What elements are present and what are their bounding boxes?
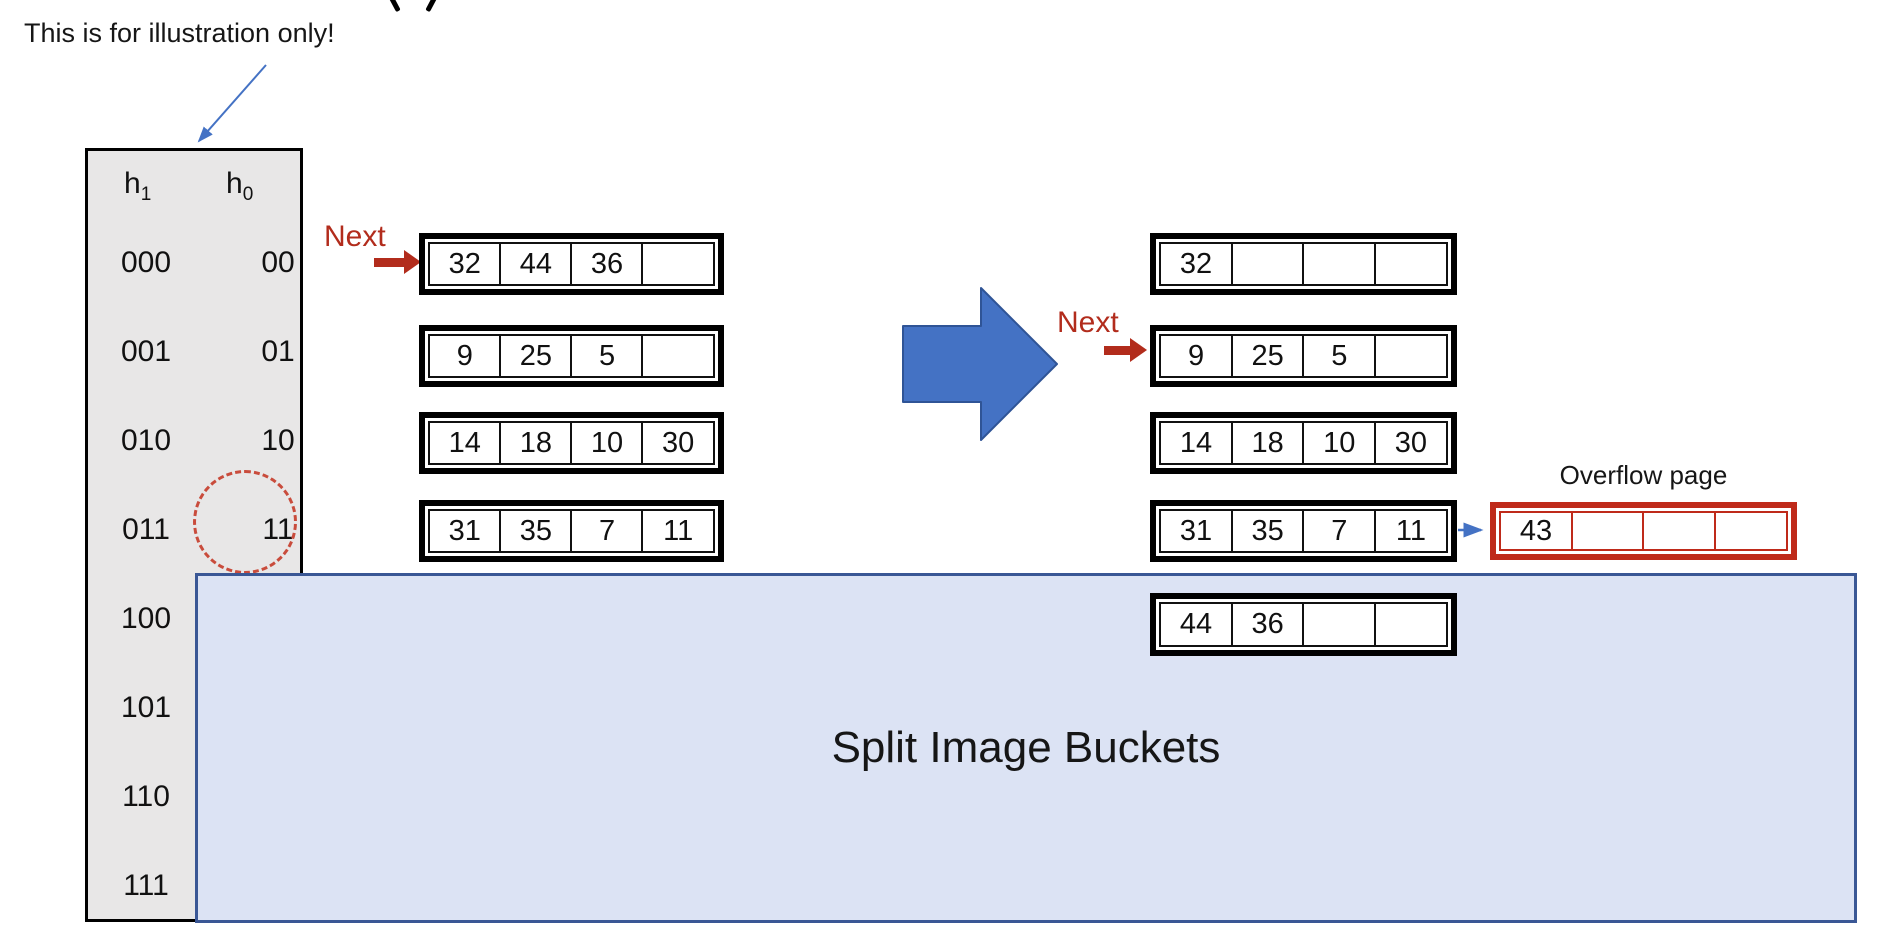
bucket-cell: [641, 334, 715, 378]
bucket-cell: 30: [1373, 421, 1448, 465]
bucket-cell: [1373, 334, 1448, 378]
dir-h1-row7: 111: [123, 869, 169, 902]
bucket-cell: 9: [1159, 334, 1234, 378]
bucket-cell: 31: [428, 509, 502, 553]
header-h1: h1: [124, 167, 152, 205]
bucket-after-0: 32: [1150, 233, 1457, 295]
bucket-cell: 5: [1302, 334, 1377, 378]
dir-h1-row1: 001: [120, 335, 172, 368]
bucket-cell: 36: [570, 242, 644, 286]
bucket-cell: 30: [641, 421, 715, 465]
bucket-cell: [1373, 242, 1448, 286]
bucket-cell: [1302, 242, 1377, 286]
overflow-page-label: Overflow page: [1559, 460, 1728, 490]
bucket-cell: 11: [641, 509, 715, 553]
bucket-cell: 18: [1230, 421, 1305, 465]
bucket-cell: 14: [1159, 421, 1234, 465]
highlight-circle: [193, 470, 297, 574]
next-arrow-after-icon: [1104, 338, 1147, 362]
cutoff-paren-right: [425, 0, 438, 13]
next-arrow-before-icon: [374, 250, 421, 274]
bucket-after-1: 9 25 5: [1150, 325, 1457, 387]
dir-h1-row6: 110: [122, 780, 170, 813]
bucket-after-3: 31 35 7 11: [1150, 500, 1457, 562]
bucket-before-1: 9 25 5: [419, 325, 724, 387]
split-box-label: Split Image Buckets: [831, 723, 1221, 772]
next-label-after: Next: [1057, 306, 1119, 339]
bucket-cell: 9: [428, 334, 502, 378]
bucket-cell: 10: [1302, 421, 1377, 465]
bucket-cell: [1570, 511, 1645, 551]
bucket-cell: 25: [1230, 334, 1305, 378]
bucket-cell: 43: [1499, 511, 1574, 551]
bucket-cell: 32: [428, 242, 502, 286]
bucket-cell: [1642, 511, 1717, 551]
bucket-cell: 7: [570, 509, 644, 553]
dir-h0-row0: 00: [261, 246, 295, 279]
annotation-text: This is for illustration only!: [24, 18, 335, 48]
bucket-cell: 18: [499, 421, 573, 465]
big-right-arrow-icon: [902, 287, 1058, 441]
bucket-cell: 35: [499, 509, 573, 553]
bucket-cell: 14: [428, 421, 502, 465]
bucket-after-2: 14 18 10 30: [1150, 412, 1457, 474]
bucket-cell: [641, 242, 715, 286]
dir-h1-row2: 010: [120, 424, 172, 457]
annotation-arrow-icon: [197, 64, 267, 143]
bucket-cell: 7: [1302, 509, 1377, 553]
bucket-before-2: 14 18 10 30: [419, 412, 724, 474]
dir-h1-row3: 011: [122, 513, 170, 546]
dir-h1-row5: 101: [120, 691, 172, 724]
bucket-cell: 32: [1159, 242, 1234, 286]
bucket-cell: 44: [1159, 602, 1234, 647]
next-label-before: Next: [324, 220, 386, 253]
bucket-cell: 44: [499, 242, 573, 286]
bucket-before-3: 31 35 7 11: [419, 500, 724, 562]
dir-h1-row4: 100: [120, 602, 172, 635]
bucket-after-4-split-image: 44 36: [1150, 593, 1457, 656]
bucket-cell: [1230, 242, 1305, 286]
bucket-cell: 25: [499, 334, 573, 378]
bucket-cell: [1713, 511, 1788, 551]
bucket-cell: [1302, 602, 1377, 647]
dir-h0-row2: 10: [261, 424, 295, 457]
dir-h0-row1: 01: [261, 335, 295, 368]
bucket-cell: 5: [570, 334, 644, 378]
bucket-cell: 11: [1373, 509, 1448, 553]
bucket-cell: 36: [1230, 602, 1305, 647]
split-image-buckets-box: Split Image Buckets: [195, 573, 1857, 923]
header-h0: h0: [226, 167, 254, 205]
overflow-link-arrow-icon: [1458, 522, 1484, 538]
bucket-cell: 10: [570, 421, 644, 465]
bucket-cell: 35: [1230, 509, 1305, 553]
bucket-cell: 31: [1159, 509, 1234, 553]
bucket-cell: [1373, 602, 1448, 647]
dir-h1-row0: 000: [120, 246, 172, 279]
bucket-before-0: 32 44 36: [419, 233, 724, 295]
cutoff-paren-left: [388, 0, 401, 13]
overflow-page-bucket: 43: [1490, 502, 1797, 560]
